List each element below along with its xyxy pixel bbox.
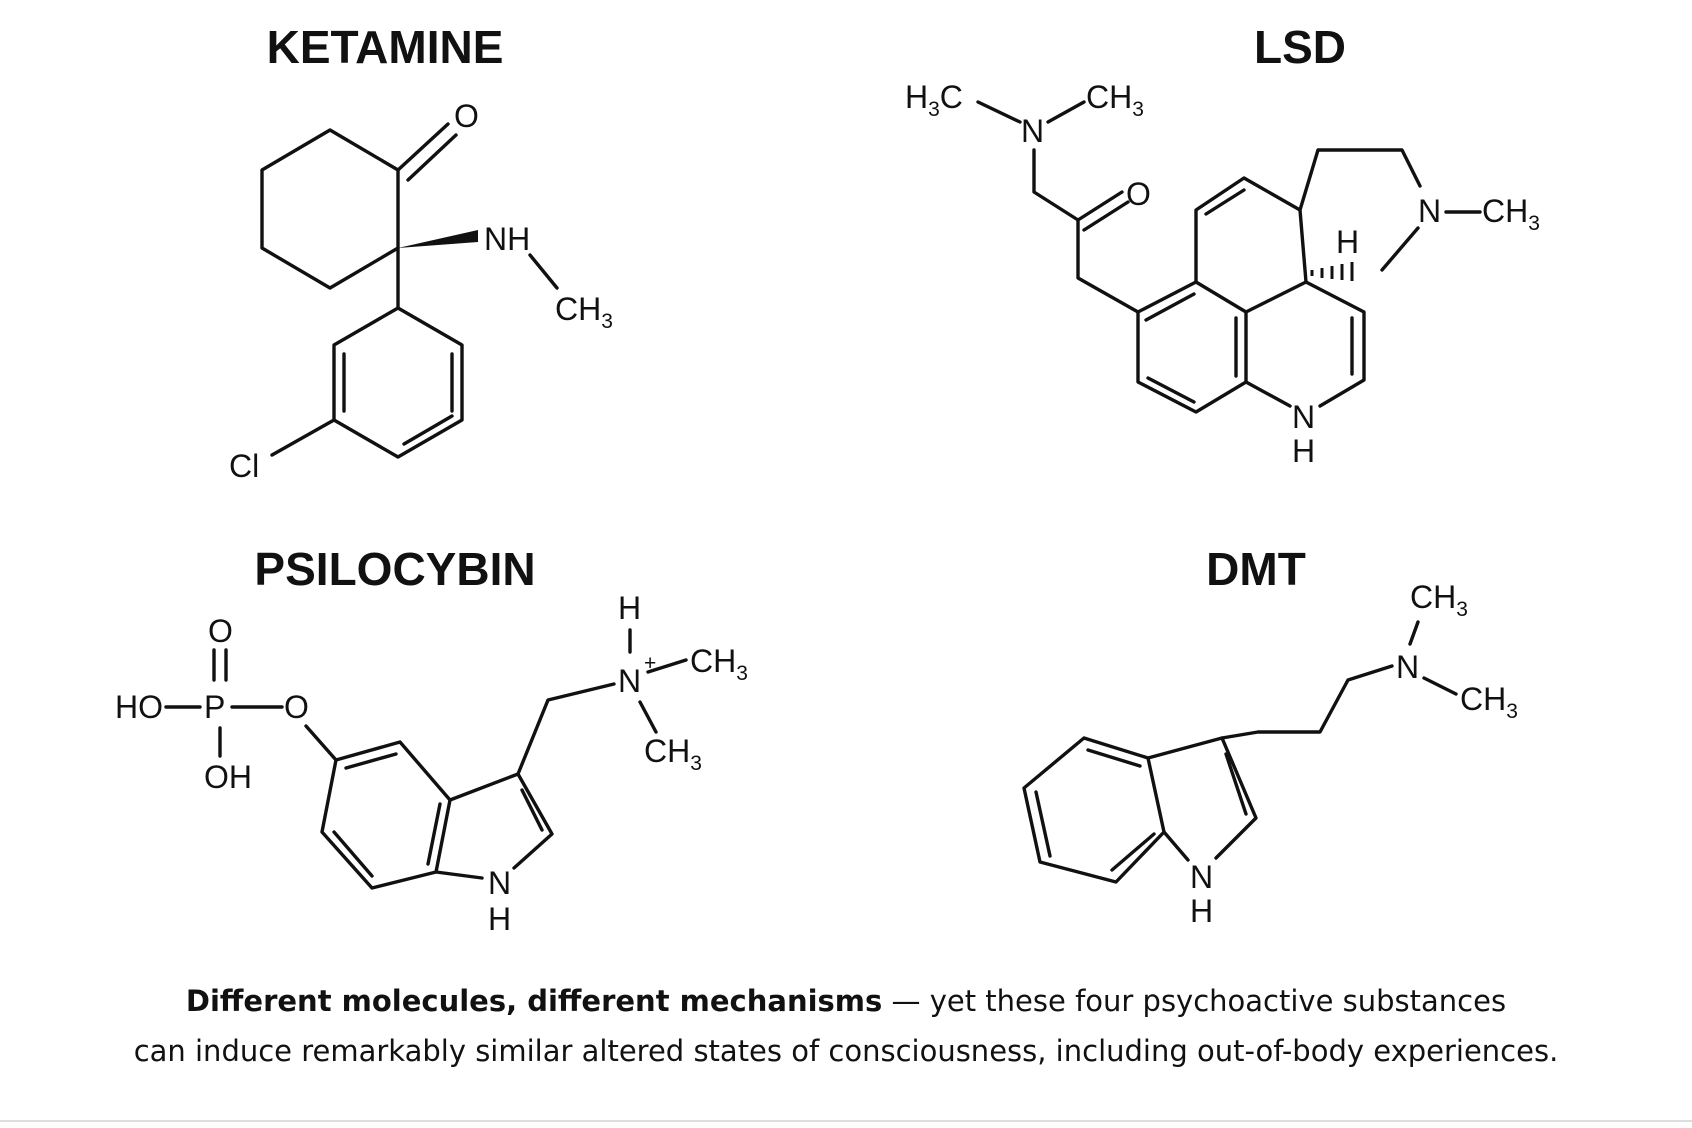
psilocybin-benzene-ring bbox=[320, 740, 452, 890]
caption-rest: — yet these four psychoactive substances bbox=[882, 984, 1507, 1018]
caption-line-2: can induce remarkably similar altered st… bbox=[133, 1034, 1559, 1068]
ketamine-cyclohexane-ring bbox=[260, 128, 400, 290]
ketamine-structure: KETAMINE O NH CH3 Cl bbox=[229, 21, 613, 484]
psilocybin-indole-nitrogen: N bbox=[488, 865, 511, 901]
ketamine-phenyl-ring bbox=[332, 306, 464, 459]
ketamine-wedge-bond bbox=[398, 230, 478, 248]
lsd-oxygen: O bbox=[1126, 176, 1151, 212]
lsd-ring-n-ch3: CH3 bbox=[1482, 193, 1540, 235]
lsd-structure: LSD H3C N CH3 O N H N CH3 H bbox=[905, 21, 1540, 469]
dmt-indole-hydrogen: H bbox=[1190, 893, 1213, 929]
dmt-ch3-right: CH3 bbox=[1460, 681, 1518, 723]
dmt-amine-nitrogen: N bbox=[1396, 649, 1419, 685]
psilocybin-structure: PSILOCYBIN O HO P O OH N H H N + CH3 bbox=[115, 543, 748, 937]
bottom-divider bbox=[0, 1120, 1692, 1122]
lsd-n-ch3: CH3 bbox=[1086, 79, 1144, 121]
psilocybin-n-hydrogen: H bbox=[618, 590, 641, 626]
ketamine-ch3: CH3 bbox=[555, 291, 613, 333]
lsd-pyrrole-n-bond bbox=[1244, 380, 1292, 408]
psilocybin-pyrrole-double bbox=[520, 788, 544, 832]
dmt-pyrrole-double bbox=[1224, 752, 1248, 816]
lsd-upper-double bbox=[1204, 188, 1246, 216]
lsd-indole-nitrogen: N bbox=[1292, 399, 1315, 435]
ketamine-phenyl-double-3 bbox=[402, 414, 454, 446]
dmt-ethyl-chain bbox=[1220, 664, 1394, 740]
ketamine-nh: NH bbox=[484, 221, 530, 257]
psilocybin-phosphoryl-oxygen: O bbox=[208, 613, 233, 649]
dmt-structure: DMT N H N CH3 CH3 bbox=[1022, 543, 1518, 929]
lsd-pyrrole-ring bbox=[1304, 280, 1366, 408]
lsd-benzene-double-2 bbox=[1146, 376, 1196, 404]
lsd-h3c: H3C bbox=[905, 79, 963, 121]
psilocybin-ester-oxygen: O bbox=[284, 689, 309, 725]
psilocybin-phosphorus: P bbox=[204, 689, 225, 725]
psilocybin-ammonium-nitrogen: N bbox=[618, 663, 641, 699]
psilocybin-pyrrole-ring bbox=[448, 772, 554, 870]
ketamine-oxygen: O bbox=[454, 98, 479, 134]
ketamine-n-methyl-bond bbox=[528, 253, 559, 290]
lsd-benzene-double-1 bbox=[1144, 292, 1196, 322]
ketamine-carbonyl-bond-2 bbox=[406, 133, 458, 182]
lsd-amide-nitrogen: N bbox=[1021, 113, 1044, 149]
psilocybin-n-ch3-right-bond bbox=[646, 658, 688, 674]
ketamine-carbonyl-bond bbox=[396, 122, 450, 172]
psilocybin-side-chain bbox=[516, 682, 616, 776]
psilocybin-ho: HO bbox=[115, 689, 163, 725]
psilocybin-o-ring-bond bbox=[304, 724, 338, 762]
psilocybin-ch3-right: CH3 bbox=[690, 643, 748, 685]
dmt-pyrrole-n-bond bbox=[1162, 830, 1190, 862]
psilocybin-benzene-double-2 bbox=[426, 802, 442, 866]
lsd-n-methyl-left-bond bbox=[976, 100, 1022, 124]
lsd-stereo-hydrogen: H bbox=[1336, 224, 1359, 260]
caption: Different molecules, different mechanism… bbox=[0, 976, 1692, 1076]
psilocybin-benzene-double-3 bbox=[332, 830, 374, 878]
psilocybin-indole-hydrogen: H bbox=[488, 901, 511, 937]
lsd-title: LSD bbox=[1254, 21, 1346, 73]
dmt-indole-nitrogen: N bbox=[1190, 859, 1213, 895]
ketamine-chlorine: Cl bbox=[229, 448, 259, 484]
dmt-ch3-top: CH3 bbox=[1410, 579, 1468, 621]
lsd-piperidine-ring bbox=[1298, 148, 1422, 212]
ketamine-title: KETAMINE bbox=[267, 21, 504, 73]
lsd-upper-ring bbox=[1194, 176, 1308, 314]
psilocybin-ch3-below: CH3 bbox=[644, 733, 702, 775]
lsd-ring-nitrogen: N bbox=[1418, 193, 1441, 229]
lsd-carbonyl-bond bbox=[1076, 190, 1124, 222]
lsd-n-methyl-right-bond bbox=[1046, 100, 1086, 124]
dmt-n-ch3-top-bond bbox=[1408, 620, 1420, 646]
lsd-indole-hydrogen: H bbox=[1292, 433, 1315, 469]
dmt-title: DMT bbox=[1206, 543, 1306, 595]
caption-line-1: Different molecules, different mechanism… bbox=[0, 976, 1692, 1026]
psilocybin-oh: OH bbox=[204, 759, 252, 795]
dmt-benzene-double-3 bbox=[1110, 832, 1156, 872]
lsd-ring-nitrogen-lower-bond bbox=[1380, 226, 1420, 272]
psilocybin-n-ch3-below-bond bbox=[638, 700, 658, 734]
psilocybin-benzene-double-1 bbox=[344, 752, 398, 770]
psilocybin-pyrrole-n-bond bbox=[434, 870, 484, 880]
dmt-benzene-double-2 bbox=[1086, 748, 1142, 768]
lsd-benzene-ring bbox=[1136, 280, 1248, 414]
lsd-side-chain bbox=[1032, 148, 1140, 314]
dmt-pyrrole-ring bbox=[1146, 736, 1258, 860]
dmt-n-ch3-right-bond bbox=[1422, 676, 1458, 696]
psilocybin-title: PSILOCYBIN bbox=[254, 543, 535, 595]
lsd-hashed-bond bbox=[1310, 262, 1354, 281]
lsd-carbonyl-bond-2 bbox=[1082, 200, 1130, 232]
caption-bold: Different molecules, different mechanism… bbox=[185, 984, 883, 1018]
dmt-benzene-ring bbox=[1022, 736, 1166, 884]
ketamine-chlorine-bond bbox=[270, 418, 336, 457]
dmt-benzene-double-1 bbox=[1034, 790, 1052, 858]
